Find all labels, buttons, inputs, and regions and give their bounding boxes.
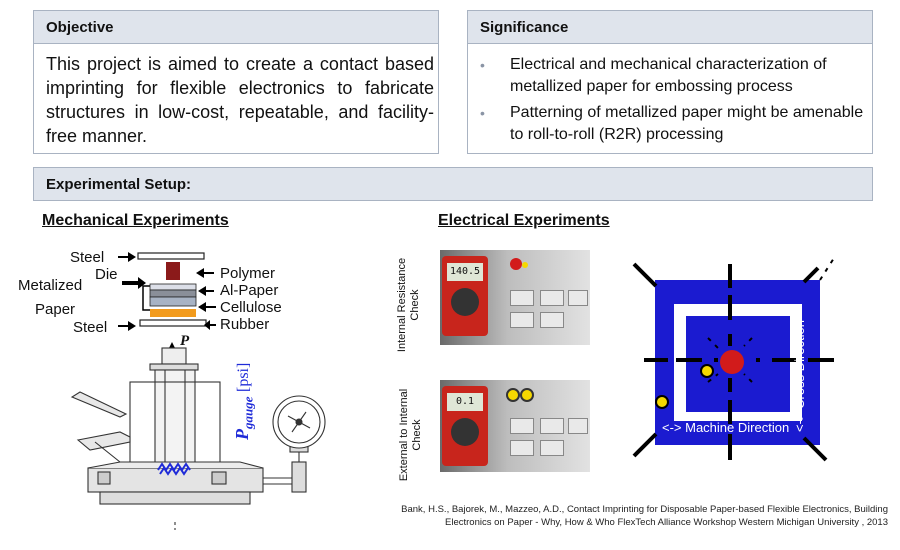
red-contact-dot [720, 350, 744, 374]
significance-item-text: Electrical and mechanical characterizati… [510, 56, 827, 95]
machine-direction-label: <-> Machine Direction [662, 420, 790, 435]
objective-title: Objective [46, 18, 114, 36]
yellow-contact-dot [655, 395, 669, 409]
label-steel-bottom: Steel [73, 319, 108, 336]
steel-bottom-plate [139, 319, 207, 327]
external-check-photo: 0.1 [440, 380, 590, 472]
multimeter-display: 0.1 [447, 393, 483, 411]
bullet-icon: • [480, 105, 485, 121]
label-paper: Paper [35, 301, 76, 318]
cross-direction-label: <-> Cross Direction [792, 320, 807, 432]
label-al-paper: Al-Paper [220, 282, 279, 299]
internal-check-label: Internal Resistance Check [396, 257, 421, 353]
hydraulic-press-drawing [70, 347, 326, 530]
significance-title: Significance [480, 18, 569, 36]
multimeter-display: 140.5 [447, 263, 483, 281]
external-check-label: External to Internal Check [398, 388, 423, 482]
significance-item-text: Patterning of metallized paper might be … [510, 104, 864, 143]
yellow-contact-dot [700, 364, 714, 378]
significance-header: Significance [467, 10, 873, 44]
bracket [142, 285, 150, 311]
steel-top-plate [137, 252, 205, 260]
label-metalized: Metalized [18, 277, 83, 294]
internal-check-photo: 140.5 [440, 250, 590, 345]
setup-header: Experimental Setup: [33, 167, 873, 201]
label-rubber: Rubber [220, 316, 270, 333]
pattern-diagram [632, 257, 835, 462]
mechanical-diagram [70, 252, 326, 530]
gauge-subscript: gauge [240, 396, 256, 430]
label-p: P [180, 333, 190, 349]
electrical-title: Electrical Experiments [438, 212, 610, 229]
bullet-icon: • [480, 57, 485, 73]
al-paper-layer [149, 289, 197, 298]
cellulose-layer [149, 296, 197, 307]
label-cellulose: Cellulose [220, 299, 282, 316]
rubber-layer [150, 309, 196, 317]
multimeter: 0.1 [442, 386, 488, 466]
objective-box [33, 44, 439, 154]
multimeter: 140.5 [442, 256, 488, 336]
significance-box [467, 44, 873, 154]
setup-title: Experimental Setup: [46, 175, 192, 193]
polymer-layer [149, 283, 197, 291]
label-polymer: Polymer [220, 265, 276, 282]
label-die: Die [95, 266, 118, 283]
p-gauge-symbol: P [232, 429, 252, 440]
objective-text: This project is aimed to create a contac… [46, 54, 434, 146]
objective-header: Objective [33, 10, 439, 44]
label-steel-top: Steel [70, 249, 105, 266]
arrow-icon [118, 252, 216, 356]
citation: Bank, H.S., Bajorek, M., Mazzeo, A.D., C… [401, 504, 888, 528]
die-block [166, 262, 180, 280]
p-gauge-label: Pgauge [psi] [232, 363, 257, 440]
mechanical-title: Mechanical Experiments [42, 212, 229, 229]
psi-unit: [psi] [235, 362, 252, 392]
